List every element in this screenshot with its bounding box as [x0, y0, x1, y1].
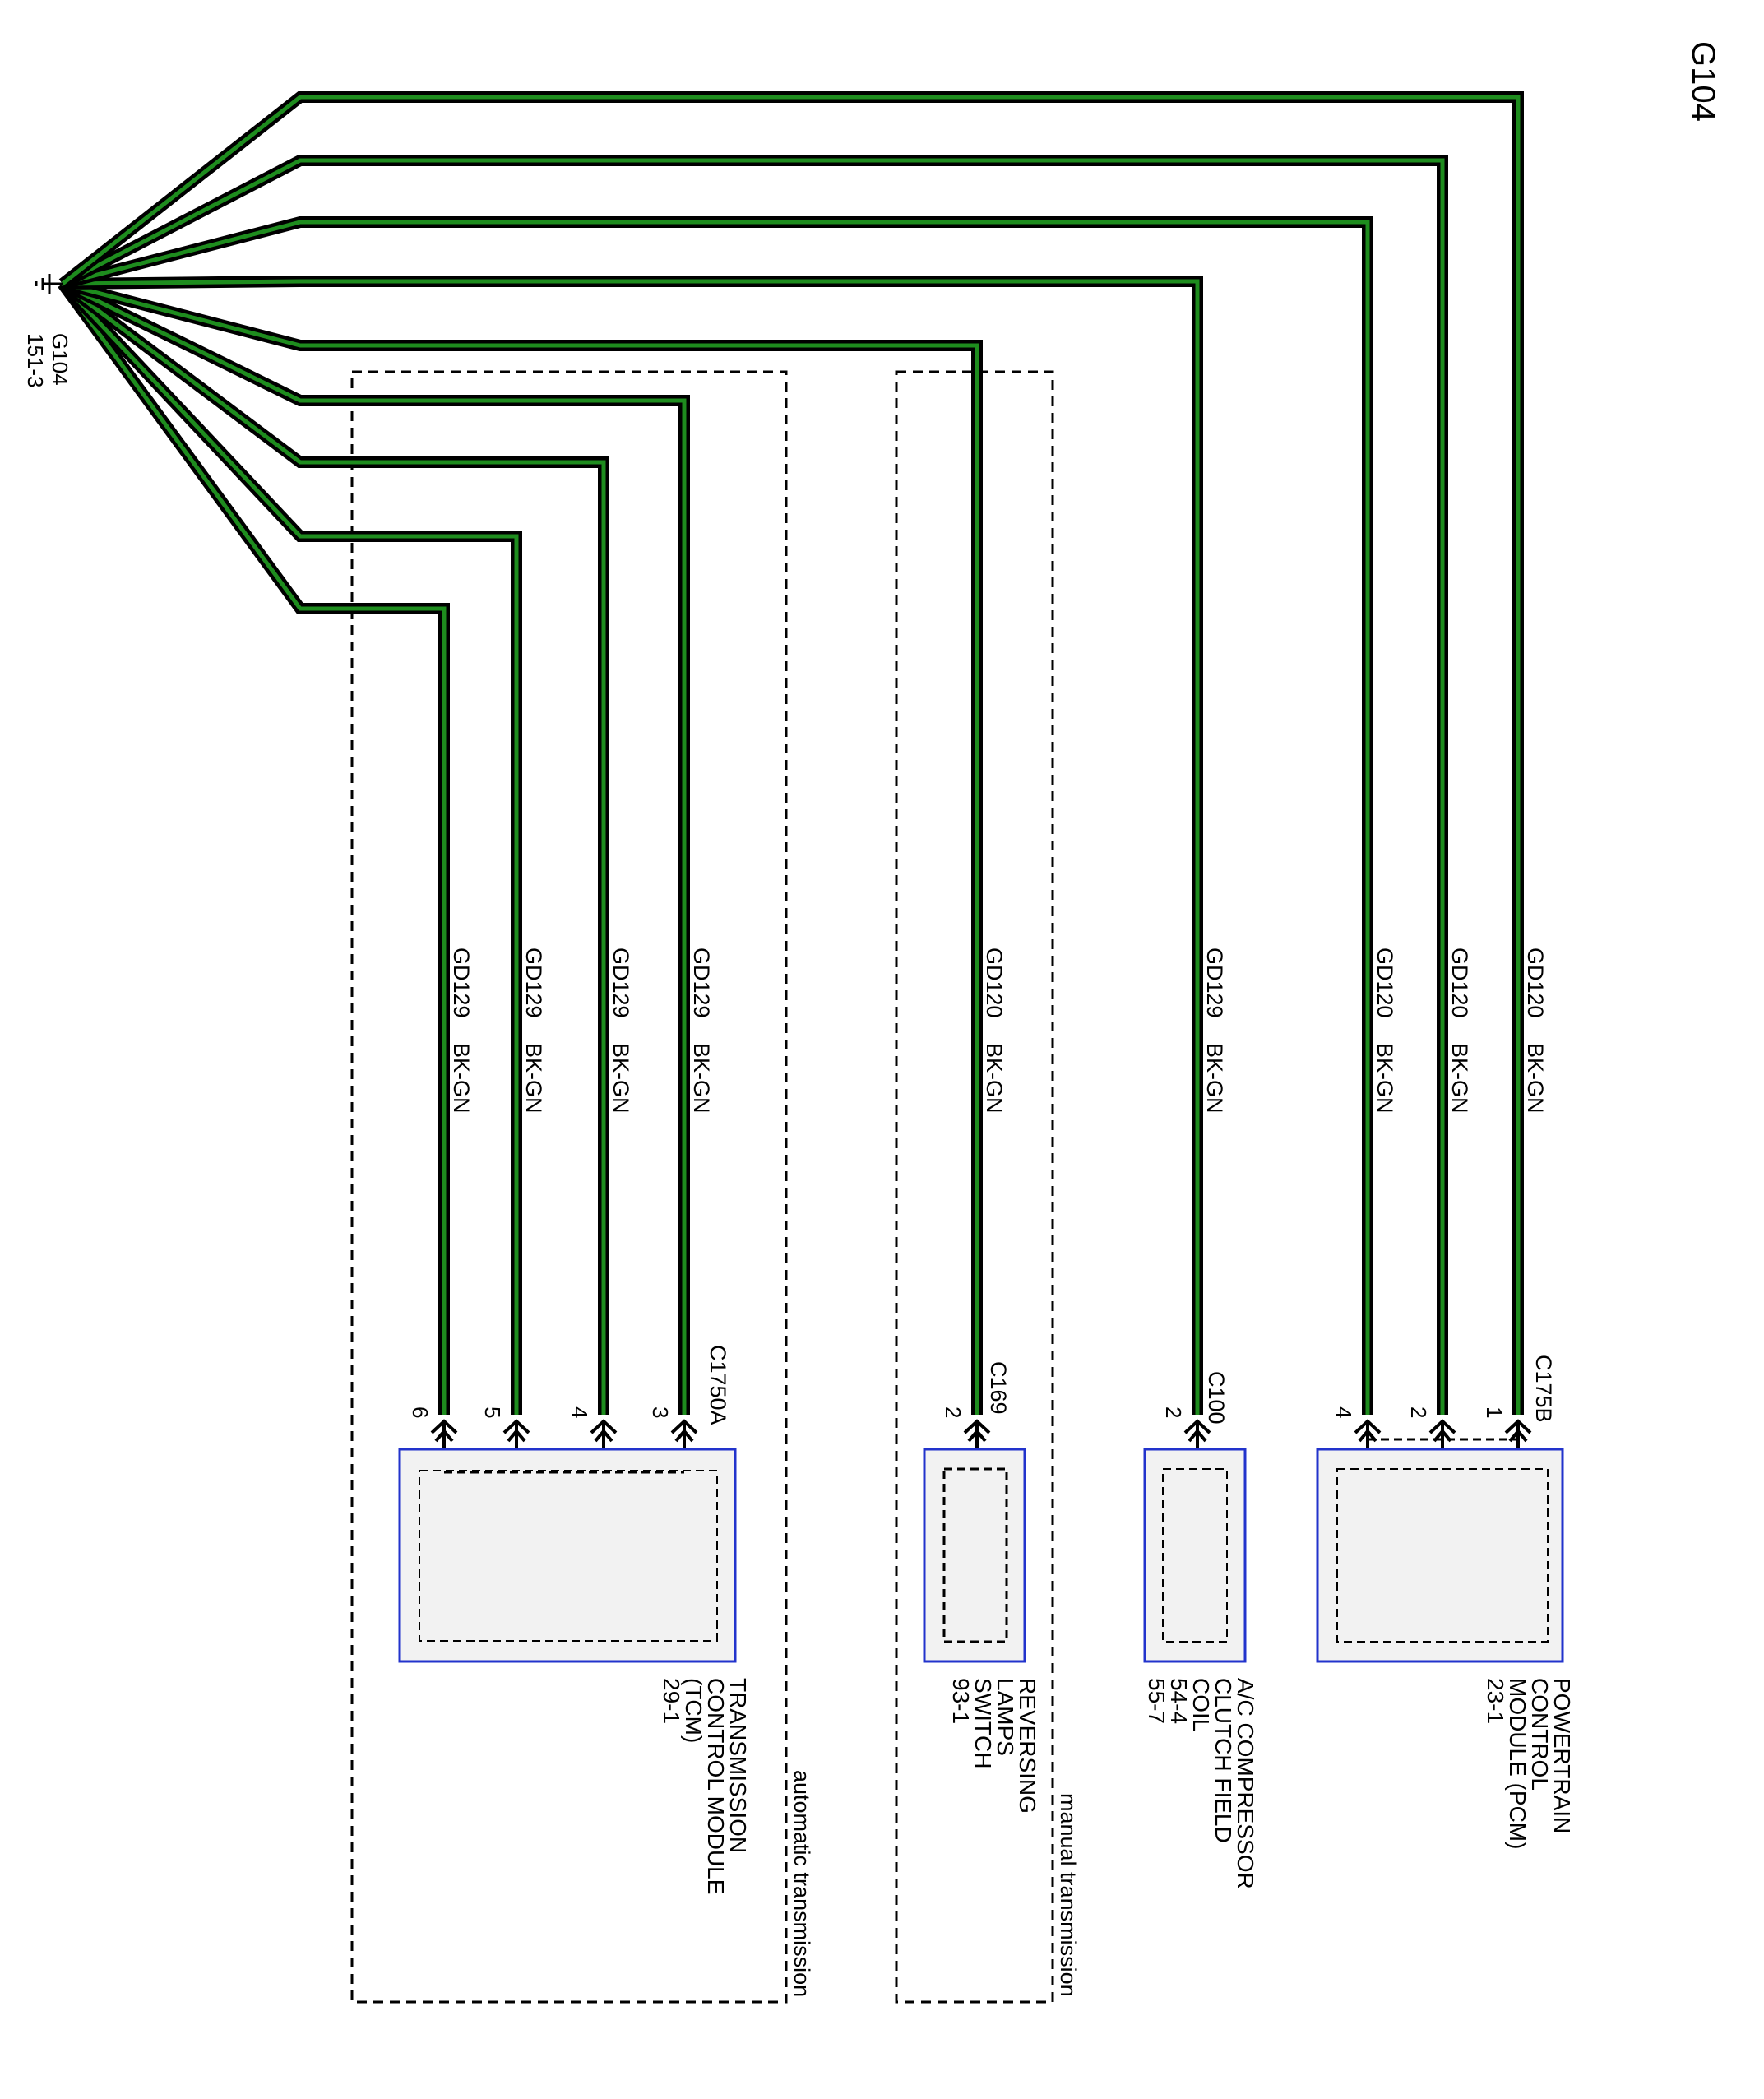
- connector-label-c175b: C175B: [1531, 1355, 1556, 1423]
- module-name-line: 55-7: [1144, 1678, 1169, 1724]
- wire-circuit-label: GD120: [1447, 948, 1472, 1018]
- group-box-automatic-transmission: [350, 370, 788, 2004]
- group-label-manual-transmission: manual transmission: [1056, 1793, 1081, 1997]
- wire: [59, 155, 1448, 1415]
- wire-circuit-label: GD129: [1202, 948, 1227, 1018]
- module-name-label: POWERTRAINCONTROLMODULE (PCM)23-1: [1483, 1678, 1575, 1849]
- wire-color-label: BK-GN: [609, 1043, 633, 1114]
- wire-circuit-label: GD120: [982, 948, 1007, 1018]
- module-pcm-box: [1316, 1448, 1564, 1663]
- connector-pin-icon: [963, 1419, 991, 1449]
- module-name-line: SWITCH: [970, 1678, 996, 1768]
- module-name-line: (TCM): [681, 1678, 706, 1743]
- connector-pin-icon: [1428, 1419, 1456, 1449]
- connector-pin-icon: [1354, 1419, 1382, 1449]
- module-name-line: CONTROL MODULE: [703, 1678, 729, 1894]
- module-name-line: CLUTCH FIELD: [1211, 1678, 1236, 1843]
- wire-color-label: BK-GN: [521, 1043, 546, 1114]
- connector-pin-icon: [502, 1419, 530, 1449]
- module-name-line: COIL: [1188, 1678, 1214, 1731]
- ground-ref: 151-3: [23, 333, 48, 388]
- wire-color-label: BK-GN: [449, 1043, 474, 1114]
- wire-circuit-label: GD129: [521, 948, 546, 1018]
- module-reversing-switch-box: [923, 1448, 1026, 1663]
- pin-number: 2: [1406, 1406, 1431, 1418]
- wire: [59, 278, 690, 1415]
- wire-circuit-label: GD129: [449, 948, 474, 1018]
- wire-circuit-label: GD129: [689, 948, 714, 1018]
- pin-number: 2: [1161, 1406, 1186, 1418]
- pin-number: 4: [1331, 1406, 1356, 1418]
- connector-pin-icon: [1504, 1419, 1532, 1449]
- wire-color-label: BK-GN: [1373, 1043, 1397, 1114]
- wire-color-label: BK-GN: [689, 1043, 714, 1114]
- pin-number: 1: [1482, 1406, 1507, 1418]
- wire-color-label: BK-GN: [982, 1043, 1007, 1114]
- connector-label-c1750a: C1750A: [706, 1345, 730, 1425]
- wire-circuit-label: GD120: [1523, 948, 1548, 1018]
- module-pcm-inner: [1336, 1468, 1549, 1643]
- pin-number: 6: [408, 1406, 433, 1418]
- wire: [61, 216, 1373, 1415]
- connector-label-c100: C100: [1204, 1371, 1229, 1425]
- module-name-line: 23-1: [1483, 1678, 1508, 1724]
- module-ac-clutch-box: [1143, 1448, 1247, 1663]
- pin-number: 3: [648, 1406, 673, 1418]
- wire-circuit-label: GD120: [1373, 948, 1397, 1018]
- module-name-line: LAMPS: [993, 1678, 1018, 1756]
- module-name-line: 54-4: [1166, 1678, 1192, 1724]
- module-tcm-inner: [419, 1470, 718, 1642]
- ground-name: G104: [48, 333, 72, 386]
- group-label-automatic-transmission: automatic transmission: [789, 1770, 814, 1997]
- page-title: G104: [1685, 41, 1721, 122]
- pin-number: 5: [480, 1406, 505, 1418]
- connector-label-c169: C169: [986, 1361, 1011, 1415]
- connector-pin-icon: [670, 1419, 698, 1449]
- pin-connection-group: [444, 1438, 1518, 1474]
- wire-color-label: BK-GN: [1202, 1043, 1227, 1114]
- connector-pin-icon: [590, 1419, 618, 1449]
- wire: [58, 280, 450, 1415]
- module-tcm-box: [398, 1448, 737, 1663]
- connector-pin-icon: [1183, 1419, 1211, 1449]
- module-ac-clutch-inner: [1162, 1468, 1228, 1643]
- wire-color-label: BK-GN: [1523, 1043, 1548, 1114]
- wire-color-label: BK-GN: [1447, 1043, 1472, 1114]
- group-box-manual-transmission: [895, 370, 1054, 2004]
- module-name-label: TRANSMISSIONCONTROL MODULE(TCM)29-1: [659, 1678, 751, 1894]
- wire: [61, 278, 983, 1415]
- wire: [58, 91, 1524, 1415]
- pin-number: 2: [941, 1406, 965, 1418]
- module-name-line: MODULE (PCM): [1505, 1678, 1530, 1849]
- module-name-line: POWERTRAIN: [1549, 1678, 1575, 1833]
- pin-number: 4: [567, 1406, 592, 1418]
- ground-icon: [35, 274, 63, 294]
- module-name-label: A/C COMPRESSORCLUTCH FIELDCOIL54-455-7: [1144, 1678, 1258, 1889]
- module-name-line: 93-1: [948, 1678, 974, 1724]
- module-name-label: REVERSINGLAMPSSWITCH93-1: [948, 1678, 1040, 1814]
- module-label-group: TRANSMISSIONCONTROL MODULE(TCM)29-1 REVER…: [659, 1678, 1575, 1894]
- module-name-line: REVERSING: [1015, 1678, 1040, 1814]
- module-name-line: A/C COMPRESSOR: [1233, 1678, 1258, 1889]
- module-name-line: CONTROL: [1527, 1678, 1553, 1791]
- module-name-line: TRANSMISSION: [725, 1678, 751, 1853]
- wire: [62, 276, 1203, 1415]
- wire-circuit-label: GD129: [609, 948, 633, 1018]
- module-name-line: 29-1: [659, 1678, 684, 1724]
- module-reversing-switch-inner: [942, 1467, 1008, 1643]
- connector-pin-icon: [430, 1419, 458, 1449]
- wire: [58, 279, 609, 1415]
- wire: [58, 280, 522, 1415]
